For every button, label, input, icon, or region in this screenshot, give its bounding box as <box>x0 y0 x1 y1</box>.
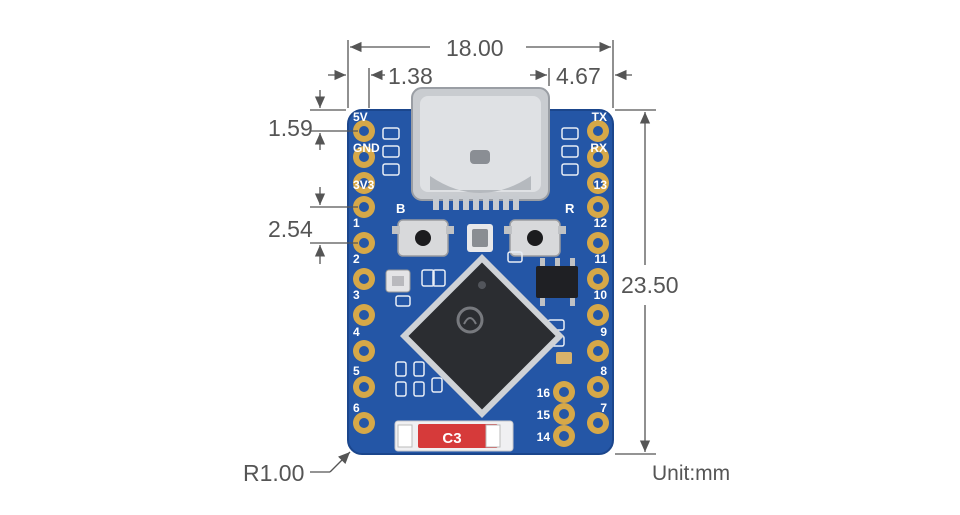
top-margin-dimension <box>310 90 358 150</box>
right-pad-4 <box>587 232 609 254</box>
pin-pitch-dimension <box>310 187 358 264</box>
antenna-area <box>394 420 514 452</box>
right-pin-label: 8 <box>600 364 607 378</box>
right-pin-label: TX <box>592 110 607 124</box>
left-pin-label: GND <box>353 141 380 155</box>
usb-c-connector <box>411 87 550 210</box>
rgb-led <box>467 224 493 252</box>
unit-label: Unit:mm <box>652 462 731 485</box>
left-pad-2 <box>353 172 375 194</box>
right-pin-label: 13 <box>594 178 608 192</box>
right-pad-2 <box>587 172 609 194</box>
left-pin-labels: 5V GND 3V3 1 2 3 4 5 6 <box>353 110 380 415</box>
inner-pin-pads <box>553 381 575 447</box>
inner-pad-0 <box>553 381 575 403</box>
left-pin-label: 1 <box>353 216 360 230</box>
inner-pin-label: 15 <box>537 408 551 422</box>
corner-radius-value: R1.00 <box>243 460 305 486</box>
left-pad-9 <box>353 412 375 434</box>
left-pin-label: 3V3 <box>353 178 375 192</box>
inner-pad-2 <box>553 425 575 447</box>
left-pin-label: 2 <box>353 252 360 266</box>
usb-side-components <box>382 127 579 176</box>
width-value: 18.00 <box>446 35 504 61</box>
height-value: 23.50 <box>621 272 679 298</box>
left-pin-label: 5V <box>353 110 368 124</box>
height-dimension <box>615 109 656 455</box>
right-pad-6 <box>587 304 609 326</box>
left-pad-0 <box>353 120 375 142</box>
right-pin-label: 10 <box>594 288 608 302</box>
right-pin-label: 11 <box>594 252 607 266</box>
right-pad-1 <box>587 146 609 168</box>
left-pin-label: 5 <box>353 364 360 378</box>
chip-logo <box>456 306 484 334</box>
capacitor-beige <box>556 352 572 364</box>
regulator-chip <box>536 258 578 306</box>
reset-button <box>504 219 566 257</box>
corner-radius-leader <box>310 451 351 473</box>
reset-label: R <box>565 201 575 216</box>
right-pin-pads <box>587 120 609 434</box>
left-pin-label: 4 <box>353 325 360 339</box>
chip-badge-label: C3 <box>442 430 461 447</box>
width-dimension <box>347 40 614 108</box>
left-pin-label: 6 <box>353 401 360 415</box>
inner-pin-labels: 16 15 14 <box>537 386 551 444</box>
inner-pad-1 <box>553 403 575 425</box>
right-offset-dimension <box>530 68 632 86</box>
left-offset-value: 1.38 <box>388 63 433 89</box>
top-margin-value: 1.59 <box>268 115 313 141</box>
left-pin-label: 3 <box>353 288 360 302</box>
left-pad-8 <box>353 376 375 398</box>
right-pad-0 <box>587 120 609 142</box>
right-pad-9 <box>587 412 609 434</box>
left-pad-4 <box>353 232 375 254</box>
left-pad-7 <box>353 340 375 362</box>
boot-button <box>392 219 454 257</box>
pin-pitch-value: 2.54 <box>268 216 313 242</box>
right-pin-label: 7 <box>600 401 607 415</box>
right-pad-3 <box>587 196 609 218</box>
right-pad-5 <box>587 268 609 290</box>
left-pin-pads <box>353 120 375 434</box>
left-pad-3 <box>353 196 375 218</box>
right-pin-labels: TX RX 13 12 11 10 9 8 7 <box>590 110 607 415</box>
left-pad-1 <box>353 146 375 168</box>
left-pad-5 <box>353 268 375 290</box>
right-pad-8 <box>587 376 609 398</box>
inner-pin-label: 16 <box>537 386 551 400</box>
left-pad-6 <box>353 304 375 326</box>
boot-label: B <box>396 201 405 216</box>
right-pad-7 <box>587 340 609 362</box>
right-pin-label: 12 <box>594 216 608 230</box>
right-pin-label: RX <box>590 141 607 155</box>
left-offset-dimension <box>328 68 385 108</box>
inner-pin-label: 14 <box>537 430 551 444</box>
right-pin-label: 9 <box>600 325 607 339</box>
right-offset-value: 4.67 <box>556 63 601 89</box>
crystal-oscillator <box>385 269 411 293</box>
